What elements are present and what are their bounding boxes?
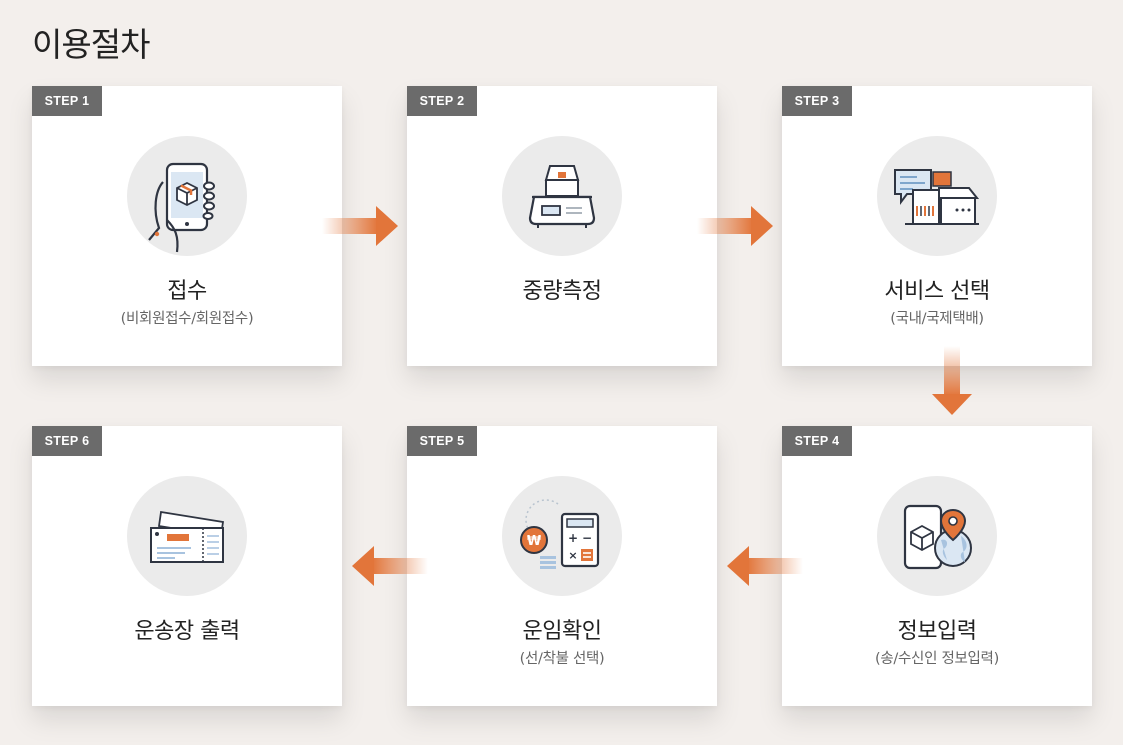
scale-icon [502, 136, 622, 256]
mobile-box-icon [127, 136, 247, 256]
step-card-5: STEP 5 ₩ + − × 운임확인 (선/착불 선택) [407, 426, 717, 706]
step-card-3: STEP 3 서비스 선택 (국내/국제택배) [782, 86, 1092, 366]
step-subtitle: (선/착불 선택) [519, 651, 605, 667]
step-title: 접수 [167, 279, 207, 304]
step-title: 중량측정 [522, 279, 602, 304]
step-card-4: STEP 4 정보입력 (송/수신인 정보입력) [782, 426, 1092, 706]
service-select-icon [877, 136, 997, 256]
svg-text:−: − [582, 531, 592, 545]
step-title: 서비스 선택 [884, 279, 990, 304]
step-badge: STEP 6 [32, 426, 102, 456]
step-subtitle: (비회원접수/회원접수) [120, 311, 254, 327]
step-title: 운송장 출력 [134, 619, 240, 644]
arrow-left-icon [727, 546, 803, 586]
svg-text:₩: ₩ [527, 534, 542, 549]
arrow-left-icon [352, 546, 428, 586]
step-badge: STEP 5 [407, 426, 477, 456]
arrow-right-icon [697, 206, 773, 246]
step-card-2: STEP 2 중량측정 [407, 86, 717, 366]
step-badge: STEP 3 [782, 86, 852, 116]
step-title: 정보입력 [897, 619, 977, 644]
svg-text:×: × [568, 549, 577, 562]
step-subtitle: (송/수신인 정보입력) [875, 651, 999, 667]
step-card-1: STEP 1 접수 (비회원접수/회원접수) [32, 86, 342, 366]
step-card-6: STEP 6 운송장 출력 [32, 426, 342, 706]
step-badge: STEP 4 [782, 426, 852, 456]
step-subtitle: (국내/국제택배) [890, 311, 984, 327]
arrow-down-icon [932, 346, 972, 415]
page-title: 이용절차 [32, 25, 150, 64]
location-globe-icon [877, 476, 997, 596]
calculator-icon: ₩ + − × [502, 476, 622, 596]
step-badge: STEP 2 [407, 86, 477, 116]
waybill-icon [127, 476, 247, 596]
step-badge: STEP 1 [32, 86, 102, 116]
step-title: 운임확인 [522, 619, 602, 644]
arrow-right-icon [322, 206, 398, 246]
svg-text:+: + [568, 531, 578, 545]
